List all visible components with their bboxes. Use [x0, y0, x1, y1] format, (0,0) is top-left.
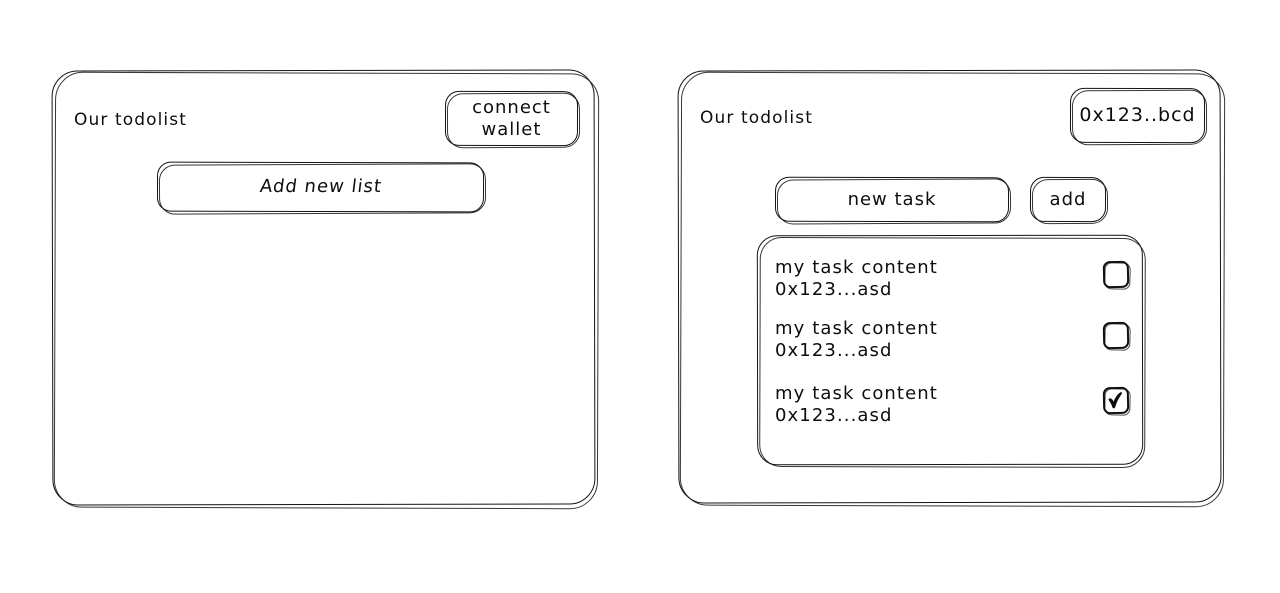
wallet-address-label: 0x123..bcd [1079, 104, 1196, 127]
add-new-list-button[interactable]: Add new list [156, 161, 487, 215]
checkmark-icon [1108, 392, 1123, 409]
page-title-left: Our todolist [74, 110, 187, 130]
task-address: 0x123...asd [775, 340, 893, 361]
new-task-input[interactable]: new task [774, 176, 1012, 225]
connect-wallet-line1: connect [472, 97, 551, 119]
wallet-address-button[interactable]: 0x123..bcd [1069, 87, 1208, 146]
task-address: 0x123...asd [775, 405, 893, 426]
todolist-panel-disconnected: Our todolist connect wallet Add new list [51, 69, 600, 510]
add-task-label: add [1049, 188, 1087, 210]
task-address: 0x123...asd [775, 279, 893, 300]
task-list-card: my task content 0x123...asd my task cont… [756, 234, 1146, 469]
task-content: my task content [775, 383, 938, 404]
todolist-panel-connected: Our todolist 0x123..bcd new task add my … [677, 69, 1226, 508]
add-task-button[interactable]: add [1029, 176, 1109, 225]
page-title-right: Our todolist [700, 108, 813, 128]
task-checkbox-checked[interactable] [1102, 386, 1131, 416]
task-row[interactable]: my task content 0x123...asd [775, 383, 1131, 426]
connect-wallet-line2: wallet [481, 118, 542, 140]
add-new-list-label: Add new list [258, 176, 383, 198]
task-checkbox-unchecked[interactable] [1102, 260, 1131, 290]
task-content: my task content [775, 318, 938, 339]
new-task-input-value: new task [847, 188, 937, 210]
task-content: my task content [775, 257, 938, 278]
connect-wallet-button[interactable]: connect wallet [444, 90, 581, 149]
task-row[interactable]: my task content 0x123...asd [775, 257, 1131, 300]
task-checkbox-unchecked[interactable] [1102, 321, 1131, 351]
task-row[interactable]: my task content 0x123...asd [775, 318, 1131, 361]
